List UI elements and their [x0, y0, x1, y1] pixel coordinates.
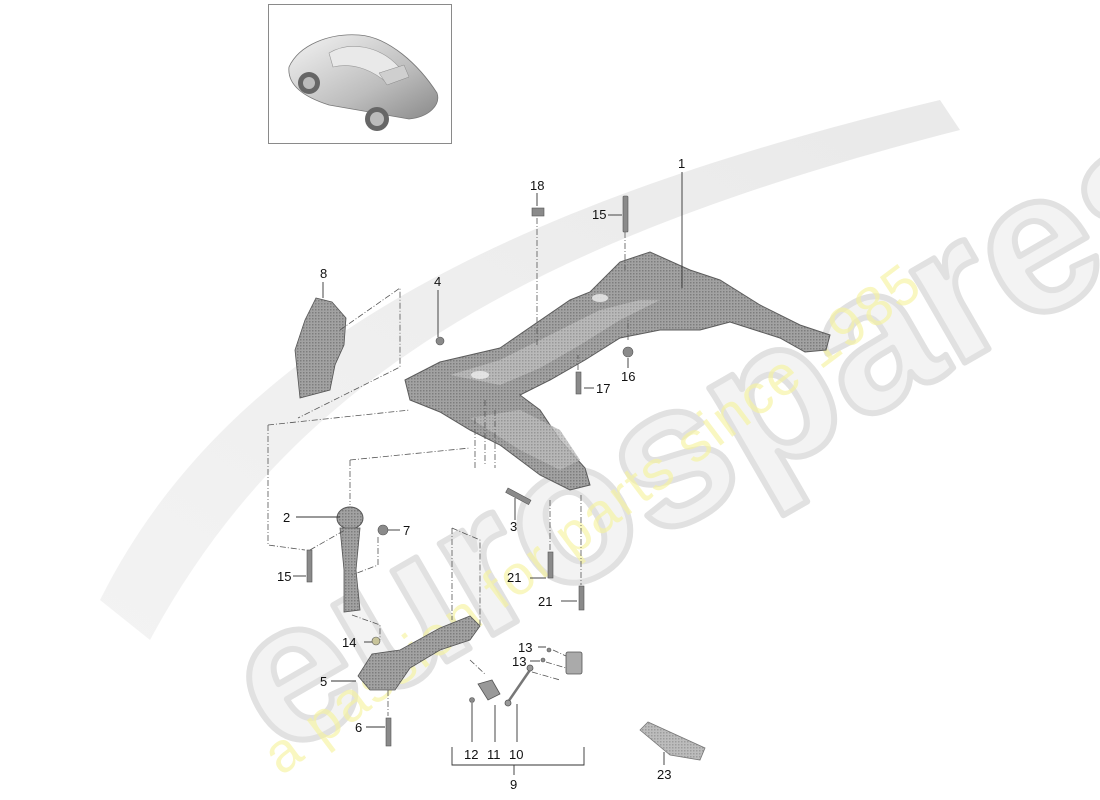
callout-17[interactable]: 16: [621, 369, 636, 384]
callout-10[interactable]: 10: [509, 747, 524, 762]
bolt-3-part: [505, 487, 532, 506]
callout-23[interactable]: 23: [657, 767, 672, 782]
sensor-assembly[interactable]: [477, 651, 583, 707]
callout-8[interactable]: 8: [320, 266, 328, 281]
callout-13a[interactable]: 13: [518, 640, 533, 655]
callout-9[interactable]: 9: [510, 777, 518, 792]
callout-14[interactable]: 14: [342, 635, 357, 650]
bolt-15-part: [306, 549, 313, 583]
callout-15[interactable]: 15: [277, 569, 292, 584]
wishbone-part[interactable]: [357, 615, 481, 691]
callout-11[interactable]: 11: [487, 747, 501, 762]
callout-2[interactable]: 2: [283, 510, 291, 525]
car-icon: [288, 34, 439, 131]
callout-16[interactable]: 15: [592, 207, 607, 222]
callout-13b[interactable]: 13: [512, 654, 527, 669]
strut-brace-part[interactable]: [336, 506, 364, 613]
callout-18[interactable]: 17: [596, 381, 611, 396]
sleeve-part[interactable]: [639, 721, 706, 761]
nut-7-part: [377, 524, 389, 536]
subframe-part[interactable]: [404, 251, 831, 491]
nut-14-part: [371, 636, 381, 646]
leader-lines: [293, 172, 683, 775]
bolt-21a-part: [547, 551, 554, 579]
vehicle-thumbnail[interactable]: [268, 4, 452, 144]
callout-12[interactable]: 12: [464, 747, 479, 762]
screw-13b-part: [540, 657, 546, 663]
callout-4[interactable]: 4: [434, 274, 442, 289]
bolt-18-part: [575, 371, 582, 395]
nut-12-part: [469, 697, 475, 703]
nut-17-part: [622, 346, 634, 358]
callout-7[interactable]: 7: [403, 523, 411, 538]
callout-21b[interactable]: 21: [538, 594, 553, 609]
callout-5[interactable]: 5: [320, 674, 328, 689]
callout-3[interactable]: 3: [510, 519, 518, 534]
nut-4-part: [435, 336, 445, 346]
screw-13a-part: [546, 647, 552, 653]
stud-16-part: [622, 195, 629, 233]
clip-19-part: [531, 207, 545, 217]
callout-6[interactable]: 6: [355, 720, 363, 735]
cover-part[interactable]: [294, 297, 347, 399]
assembly-lines: [267, 218, 629, 716]
callout-1[interactable]: 1: [678, 156, 686, 171]
bolt-6-part: [385, 717, 392, 747]
callout-19[interactable]: 18: [530, 178, 545, 193]
fasteners: [306, 195, 634, 747]
bolt-21b-part: [578, 585, 585, 611]
callout-21a[interactable]: 21: [507, 570, 522, 585]
